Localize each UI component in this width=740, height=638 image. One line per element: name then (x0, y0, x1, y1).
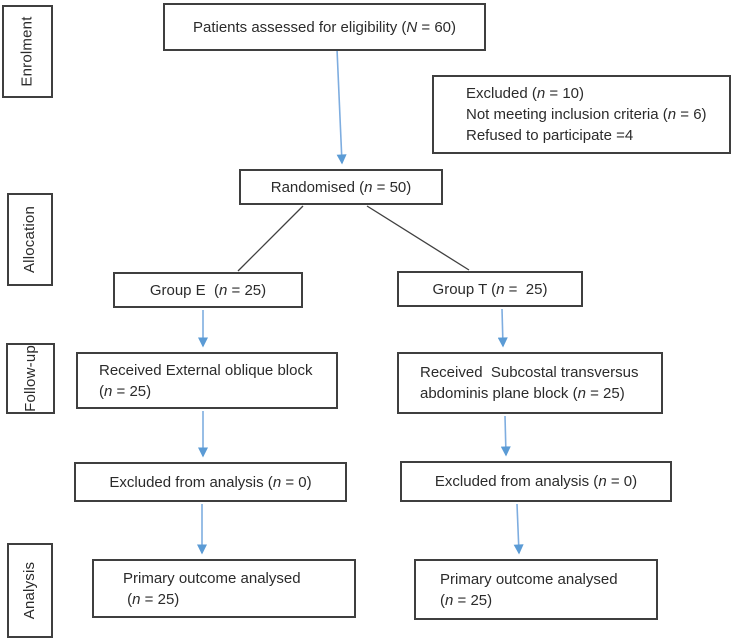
branch-randomised-to-group-e (237, 205, 304, 272)
box-text: (n = 25) (440, 591, 493, 609)
branch-randomised-to-group-t (366, 205, 470, 271)
box-text: Excluded from analysis (n = 0) (109, 473, 312, 491)
stage-label-allocation: Allocation (7, 193, 53, 286)
arrow-eligibility-to-randomised (336, 48, 347, 165)
stage-label-text: Follow-up (22, 345, 40, 412)
box-excluded-analysis-t: Excluded from analysis (n = 0) (400, 461, 672, 502)
box-text: Group T (n = 25) (432, 280, 548, 298)
box-excluded-enrolment: Excluded (n = 10) Not meeting inclusion … (432, 75, 731, 154)
box-text: Group E (n = 25) (149, 281, 267, 299)
box-randomised: Randomised (n = 50) (239, 169, 443, 205)
box-text: abdominis plane block (n = 25) (420, 385, 625, 402)
stage-label-enrolment: Enrolment (2, 5, 53, 98)
box-text: Received Subcostal transversus (420, 364, 639, 381)
box-text: Primary outcome analysed (440, 570, 618, 588)
box-primary-outcome-t: Primary outcome analysed (n = 25) (414, 559, 658, 620)
arrow-excluded-t-to-primary-t (513, 503, 524, 555)
stage-label-text: Enrolment (19, 16, 37, 87)
box-group-e: Group E (n = 25) (113, 272, 303, 308)
box-text: (n = 25) (123, 590, 180, 608)
stage-label-analysis: Analysis (7, 543, 53, 638)
box-group-t: Group T (n = 25) (397, 271, 583, 307)
box-text: Randomised (n = 50) (270, 178, 412, 196)
arrow-group-t-to-received-t (497, 308, 508, 348)
box-received-external-oblique: Received External oblique block (n = 25) (76, 352, 338, 409)
box-text: Not meeting inclusion criteria (n = 6) (466, 106, 707, 123)
box-text: Received External oblique block (99, 361, 313, 379)
box-text: (n = 25) (99, 382, 152, 400)
stage-label-text: Allocation (21, 205, 39, 274)
box-text: Excluded from analysis (n = 0) (434, 473, 638, 490)
box-text: Primary outcome analysed (123, 569, 301, 587)
box-eligibility-assessed: Patients assessed for eligibility (N = 6… (163, 3, 486, 51)
box-primary-outcome-e: Primary outcome analysed (n = 25) (92, 559, 356, 618)
stage-label-followup: Follow-up (6, 343, 55, 414)
arrow-received-t-to-excluded-t (500, 415, 511, 457)
box-excluded-analysis-e: Excluded from analysis (n = 0) (74, 462, 347, 502)
box-received-subcostal-tap: Received Subcostal transversus abdominis… (397, 352, 663, 414)
box-text: Refused to participate =4 (466, 127, 634, 144)
box-text: Patients assessed for eligibility (N = 6… (192, 18, 457, 36)
stage-label-text: Analysis (21, 561, 39, 620)
box-text: Excluded (n = 10) (466, 85, 584, 102)
